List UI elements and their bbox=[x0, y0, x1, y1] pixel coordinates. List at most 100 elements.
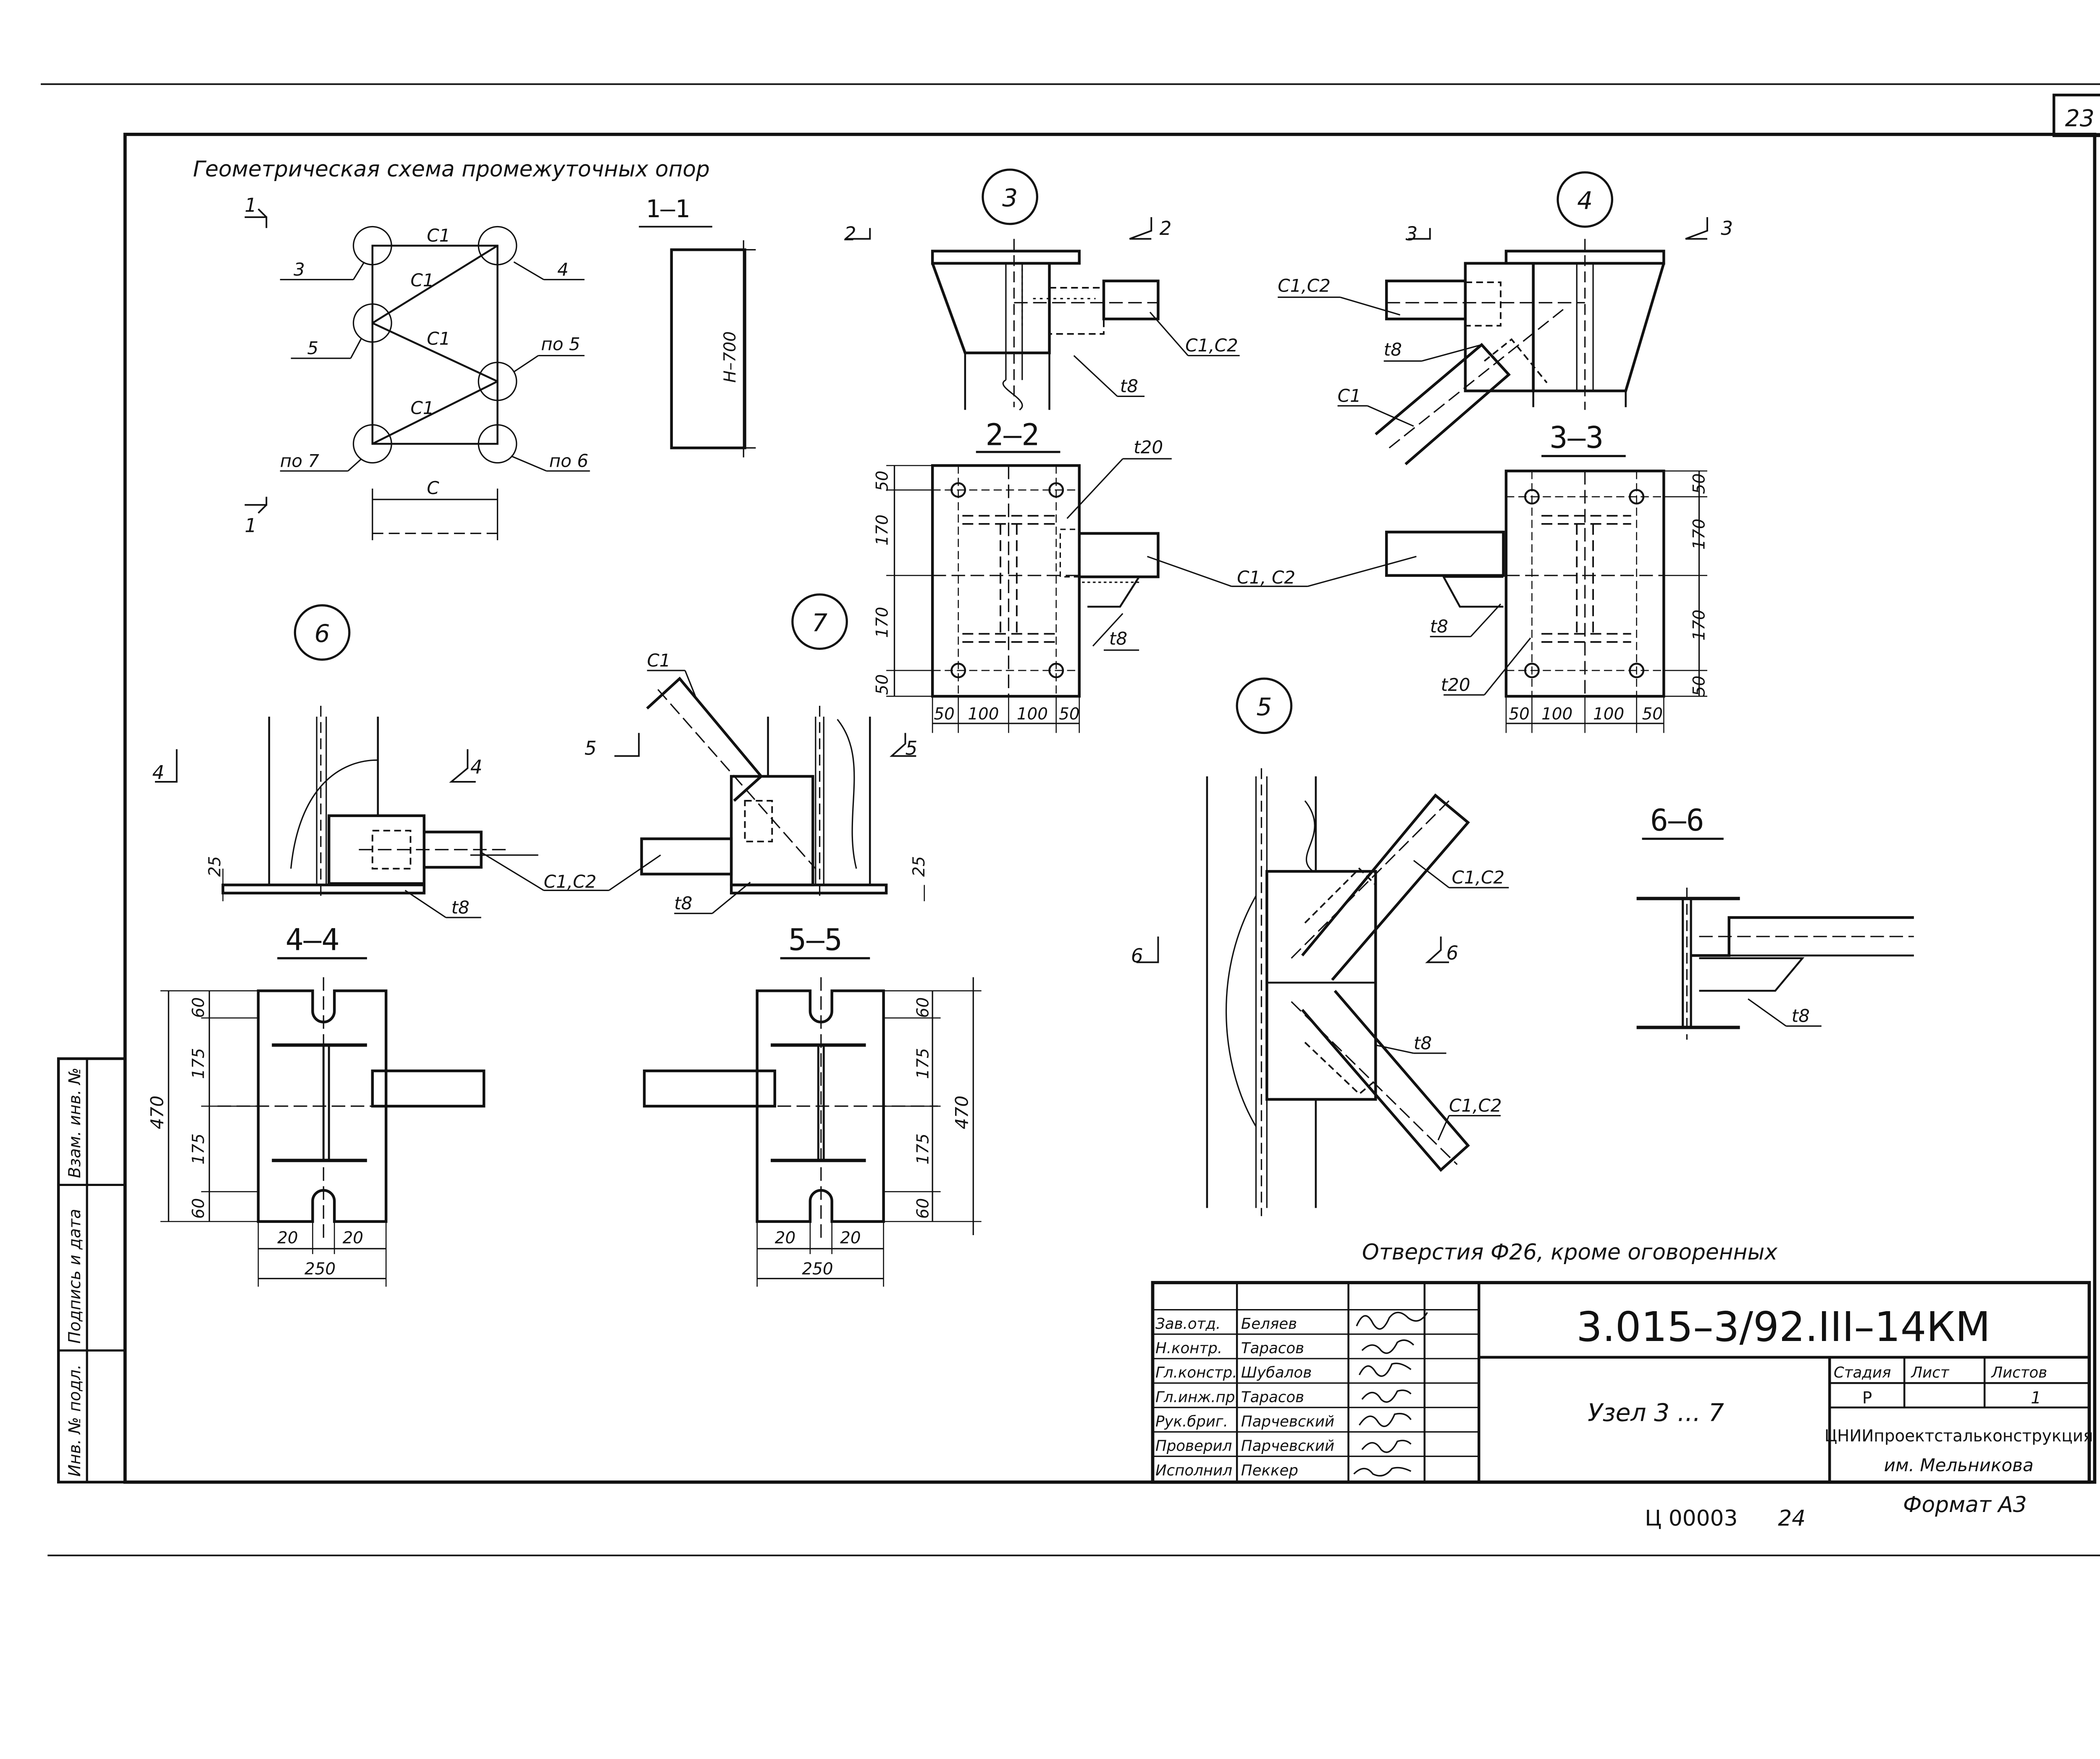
node-5-c1c2-lower: С1,С2 bbox=[1449, 1095, 1502, 1116]
stamp-vzam-inv: Взам. инв. № bbox=[66, 1067, 84, 1178]
node-4-number: 4 bbox=[1577, 187, 1593, 215]
s44-dim-250: 250 bbox=[304, 1260, 336, 1279]
holes-note: Отверстия Ф26, кроме оговоренных bbox=[1362, 1240, 1778, 1265]
node-5-bubble bbox=[1236, 677, 1293, 734]
shared-c1c2-leader bbox=[1147, 556, 1417, 587]
s33-dim-100-b: 100 bbox=[1593, 705, 1624, 723]
shared-c1c2-label: С1, С2 bbox=[1237, 567, 1295, 588]
node-6-dim-25: 25 bbox=[205, 856, 224, 877]
sheet-number: 23 bbox=[2065, 105, 2095, 132]
node-5-cut-right: 6 bbox=[1446, 942, 1459, 964]
node-3-bubble bbox=[982, 168, 1038, 225]
s22-t8: t8 bbox=[1109, 628, 1127, 649]
s55-dim-60-bottom: 60 bbox=[914, 1198, 932, 1219]
scheme-node-3: 3 bbox=[294, 259, 305, 280]
s33-t8: t8 bbox=[1430, 616, 1448, 637]
node-4-c1: С1 bbox=[1338, 385, 1361, 406]
node-7-drawing bbox=[614, 670, 925, 914]
tb-role-3: Гл.инж.пр. bbox=[1155, 1388, 1240, 1406]
tb-role-2: Гл.констр. bbox=[1155, 1364, 1237, 1381]
s55-dim-60-top: 60 bbox=[914, 997, 932, 1018]
section-2-2-title: 2–2 bbox=[985, 418, 1040, 452]
node-4-t8: t8 bbox=[1384, 339, 1402, 360]
node-5-t8: t8 bbox=[1414, 1033, 1432, 1053]
s22-dim-50-bottom: 50 bbox=[873, 674, 892, 695]
scheme-cut-mark-bottom: 1 bbox=[245, 514, 257, 536]
s33-dim-50-right: 50 bbox=[1642, 705, 1663, 723]
section-1-1-drawing bbox=[639, 226, 756, 457]
node-4-drawing bbox=[1278, 217, 1708, 465]
node-5-number: 5 bbox=[1256, 693, 1272, 721]
section-1-1-height: Н–700 bbox=[721, 331, 740, 383]
tb-sheets-value: 1 bbox=[2031, 1389, 2041, 1408]
scheme-node-po7: по 7 bbox=[280, 450, 320, 471]
geometric-scheme-title: Геометрическая схема промежуточных опор bbox=[193, 157, 710, 182]
tb-role-6: Исполнил bbox=[1155, 1462, 1232, 1479]
node-3-c1c2: С1,С2 bbox=[1185, 335, 1238, 356]
s22-dim-50-top: 50 bbox=[873, 471, 892, 491]
node-7-dim-25: 25 bbox=[910, 856, 929, 877]
node-5-c1c2-upper: С1,С2 bbox=[1452, 867, 1504, 888]
node-7-cut-left: 5 bbox=[585, 737, 597, 759]
s44-dim-60-bottom: 60 bbox=[189, 1198, 208, 1219]
node-5-drawing bbox=[1136, 768, 1509, 1216]
stamp-sign-date: Подпись и дата bbox=[66, 1209, 84, 1344]
tb-organization-line1: ЦНИИпроектстальконструкция bbox=[1824, 1427, 2093, 1446]
node-6-cut-left: 4 bbox=[152, 761, 164, 784]
tb-role-0: Зав.отд. bbox=[1155, 1315, 1221, 1333]
page-index: 24 bbox=[1778, 1506, 1806, 1531]
document-code: 3.015–3/92.III–14КМ bbox=[1576, 1303, 1990, 1351]
drawing-title: Узел 3 ... 7 bbox=[1588, 1399, 1724, 1427]
scheme-node-po5: по 5 bbox=[541, 334, 580, 355]
node-6-cut-right: 4 bbox=[470, 756, 483, 778]
node-7-cut-right: 5 bbox=[905, 737, 917, 759]
s55-dim-175-top: 175 bbox=[914, 1048, 932, 1079]
s33-dim-50-top: 50 bbox=[1690, 473, 1709, 494]
scheme-label-c1-c: С1 bbox=[410, 397, 434, 418]
section-5-5-drawing bbox=[643, 957, 982, 1287]
node-7-t8: t8 bbox=[674, 893, 692, 914]
signatures bbox=[1353, 1312, 1428, 1477]
tb-name-0: Беляев bbox=[1241, 1315, 1297, 1333]
scheme-node-5: 5 bbox=[307, 338, 318, 358]
shared-c1c2-lower-label: С1,С2 bbox=[544, 871, 597, 892]
node-5-cut-left: 6 bbox=[1131, 945, 1143, 967]
format-label: Формат А3 bbox=[1903, 1492, 2027, 1517]
section-6-6-drawing bbox=[1636, 837, 1914, 1040]
section-4-4-title: 4–4 bbox=[286, 923, 340, 957]
node-3-t8: t8 bbox=[1120, 376, 1138, 397]
node-4-bubble bbox=[1557, 171, 1613, 228]
s22-t20: t20 bbox=[1134, 437, 1163, 457]
s55-dim-175-bottom: 175 bbox=[914, 1133, 932, 1165]
node-3-drawing bbox=[845, 217, 1240, 410]
tb-name-3: Тарасов bbox=[1241, 1388, 1304, 1406]
scheme-label-c1-top: С1 bbox=[427, 225, 450, 246]
node-7-number: 7 bbox=[812, 608, 827, 637]
s44-dim-60-top: 60 bbox=[189, 997, 208, 1018]
tb-name-5: Парчевский bbox=[1241, 1438, 1334, 1455]
section-6-6-title: 6–6 bbox=[1650, 803, 1704, 838]
s33-dim-50-left: 50 bbox=[1509, 705, 1529, 723]
tb-sheets-header: Листов bbox=[1990, 1364, 2047, 1381]
stamp-inv-podl: Инв. № подл. bbox=[66, 1365, 84, 1477]
s44-dim-470: 470 bbox=[147, 1096, 167, 1129]
section-3-3-title: 3–3 bbox=[1550, 420, 1604, 455]
s66-t8: t8 bbox=[1792, 1006, 1810, 1026]
scheme-cut-mark-top: 1 bbox=[245, 194, 257, 216]
s55-dim-470: 470 bbox=[951, 1096, 972, 1129]
s22-dim-170-top: 170 bbox=[873, 515, 892, 546]
s22-dim-100-b: 100 bbox=[1017, 705, 1048, 723]
s33-t20: t20 bbox=[1441, 674, 1470, 695]
s44-dim-20-right: 20 bbox=[343, 1228, 363, 1247]
s55-dim-250: 250 bbox=[802, 1260, 833, 1279]
section-2-2-drawing bbox=[886, 451, 1172, 733]
section-3-3-drawing bbox=[1385, 455, 1707, 733]
s22-dim-50-left: 50 bbox=[934, 705, 954, 723]
sheet-frame bbox=[41, 83, 2100, 1557]
node-7-c1: С1 bbox=[647, 650, 671, 670]
s33-dim-170-top: 170 bbox=[1690, 518, 1709, 550]
s33-dim-100-a: 100 bbox=[1541, 705, 1572, 723]
node-3-number: 3 bbox=[1002, 184, 1018, 212]
s55-dim-20-left: 20 bbox=[775, 1228, 795, 1247]
node-6-drawing bbox=[155, 705, 538, 918]
